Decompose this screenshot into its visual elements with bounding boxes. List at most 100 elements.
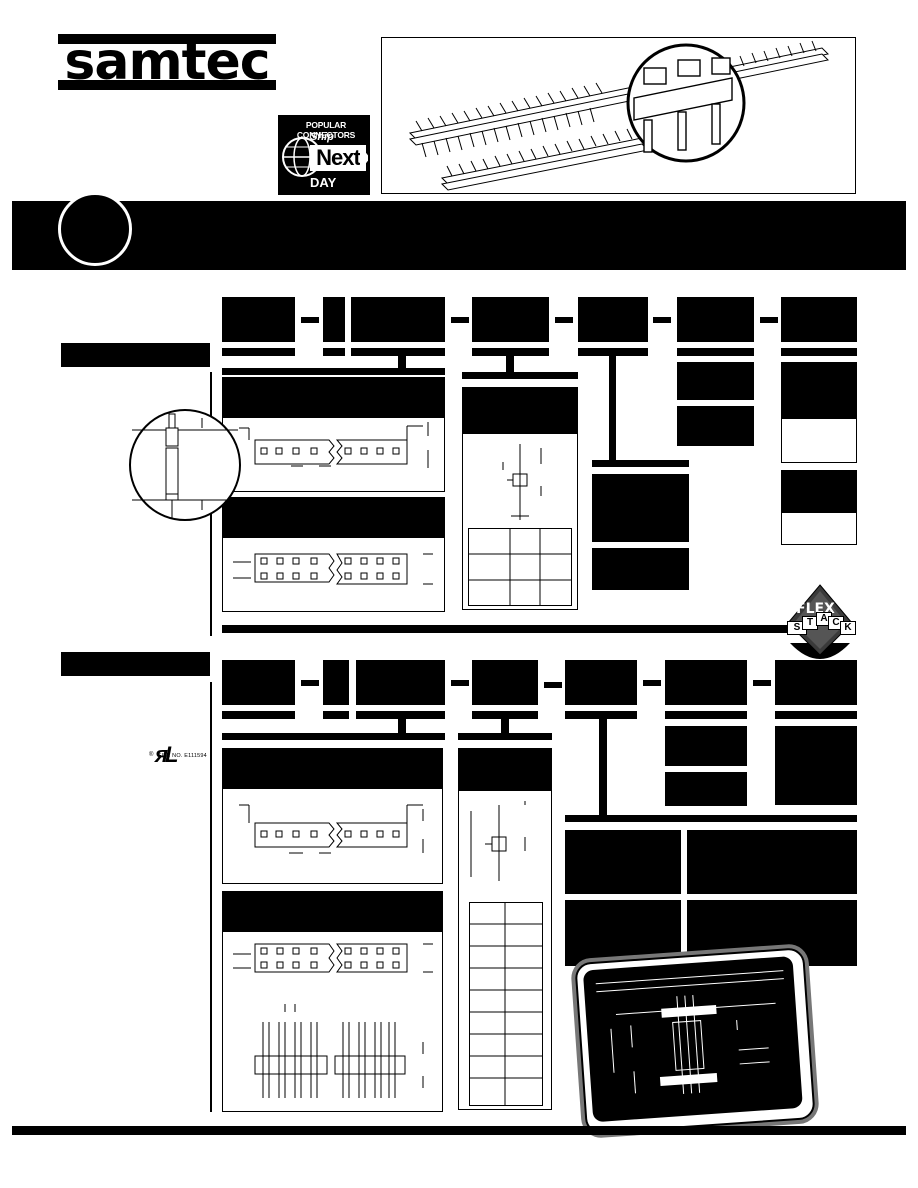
pn1-underline (578, 348, 648, 356)
pn2-box-f (665, 660, 747, 705)
connector (462, 372, 578, 379)
single-row-drawing (239, 422, 429, 468)
pn1-box-a (222, 297, 295, 342)
title-banner (12, 201, 906, 270)
pn1-dash (451, 317, 469, 323)
header-strip-illustration (408, 40, 830, 191)
pn2-dash (643, 680, 661, 686)
s2-single-row-panel (222, 748, 443, 884)
option-box (665, 772, 747, 806)
option-box (775, 726, 857, 805)
pn1-underline (323, 348, 345, 356)
pn1-underline (351, 348, 445, 356)
connector (609, 356, 616, 462)
panel-header (223, 378, 444, 418)
page-bottom-rule (12, 1126, 906, 1135)
ul-logo-icon: ᴙL (155, 742, 178, 767)
pin-magnifier (129, 409, 241, 521)
panel-header (782, 471, 856, 513)
ul-file-number: FILE NO. E111594 (158, 753, 207, 759)
connector (501, 719, 509, 733)
pn2-dash (753, 680, 771, 686)
option-panel-g1 (781, 362, 857, 463)
flexstack-letter-k: K (840, 621, 856, 635)
pn1-dash (555, 317, 573, 323)
connector (222, 368, 445, 375)
connector (565, 815, 857, 822)
connector (506, 356, 514, 374)
pn2-underline (356, 711, 445, 719)
option-box (677, 362, 754, 400)
s2-double-row-panel (222, 891, 443, 1112)
badge-ship: Ship (310, 131, 334, 143)
pn1-dash (301, 317, 319, 323)
panel-header (463, 388, 577, 434)
pn2-underline (472, 711, 538, 719)
section-indicator-circle (58, 192, 132, 266)
panel-header (223, 892, 442, 932)
pn1-underline (781, 348, 857, 356)
connector (592, 460, 689, 467)
badge-day: DAY (310, 175, 337, 190)
arrow-right-icon (360, 145, 368, 171)
pn1-underline (472, 348, 549, 356)
pn1-box-e (578, 297, 648, 342)
section2-label-bar (61, 652, 210, 676)
s2-pin-drawing (470, 801, 526, 881)
option-box (592, 474, 689, 542)
pn2-box-c (356, 660, 445, 705)
pn1-box-c (351, 297, 445, 342)
panel-header (223, 498, 444, 538)
s2-double-row-drawing (233, 943, 433, 1098)
pn1-box-d (472, 297, 549, 342)
option-panel-g2 (781, 470, 857, 545)
pin-drawing (502, 444, 542, 520)
option-box (565, 900, 681, 966)
double-row-drawing (233, 553, 433, 585)
pn2-box-e (565, 660, 637, 705)
s2-pin-dimension-panel (458, 748, 552, 1110)
section1-bottom-rule (222, 625, 787, 633)
product-illustration-frame (381, 37, 856, 194)
pn2-dash (544, 682, 562, 688)
badge-popular-connectors: POPULAR CONNECTORS (296, 120, 356, 140)
double-row-panel (222, 497, 445, 612)
pn2-dash (451, 680, 469, 686)
option-box (565, 830, 681, 894)
pn2-box-g (775, 660, 857, 705)
option-box (665, 726, 747, 766)
pn1-dash (760, 317, 778, 323)
pin-table (468, 528, 572, 606)
panel-header (782, 363, 856, 419)
stacking-diagram-plate (574, 947, 816, 1135)
pn2-dash (301, 680, 319, 686)
single-row-panel (222, 377, 445, 492)
pn2-box-a (222, 660, 295, 705)
panel-header (459, 749, 551, 791)
pn2-box-d (472, 660, 538, 705)
connector (599, 719, 607, 816)
pn2-box-b (323, 660, 349, 705)
panel-header (223, 749, 442, 789)
connector (398, 719, 406, 733)
s2-single-row-drawing (239, 804, 424, 854)
pin-dimension-panel (462, 387, 578, 610)
logo-stripes (58, 34, 276, 90)
connector (222, 733, 445, 740)
option-box (677, 406, 754, 446)
section1-label-bar (61, 343, 210, 367)
samtec-logo: samtec (58, 28, 276, 98)
pn1-box-g (781, 297, 857, 342)
pn2-underline (565, 711, 637, 719)
pn2-underline (775, 711, 857, 719)
option-box (687, 830, 857, 894)
ship-next-day-badge: POPULAR CONNECTORS Ship Next DAY (278, 115, 370, 195)
s2-pin-table (469, 902, 543, 1106)
pn1-underline (677, 348, 754, 356)
pn1-underline (222, 348, 295, 356)
pn2-underline (665, 711, 747, 719)
badge-next: Next (310, 145, 366, 171)
stacking-diagram (595, 970, 784, 1094)
pn2-underline (222, 711, 295, 719)
ul-registered: ® (149, 752, 154, 758)
